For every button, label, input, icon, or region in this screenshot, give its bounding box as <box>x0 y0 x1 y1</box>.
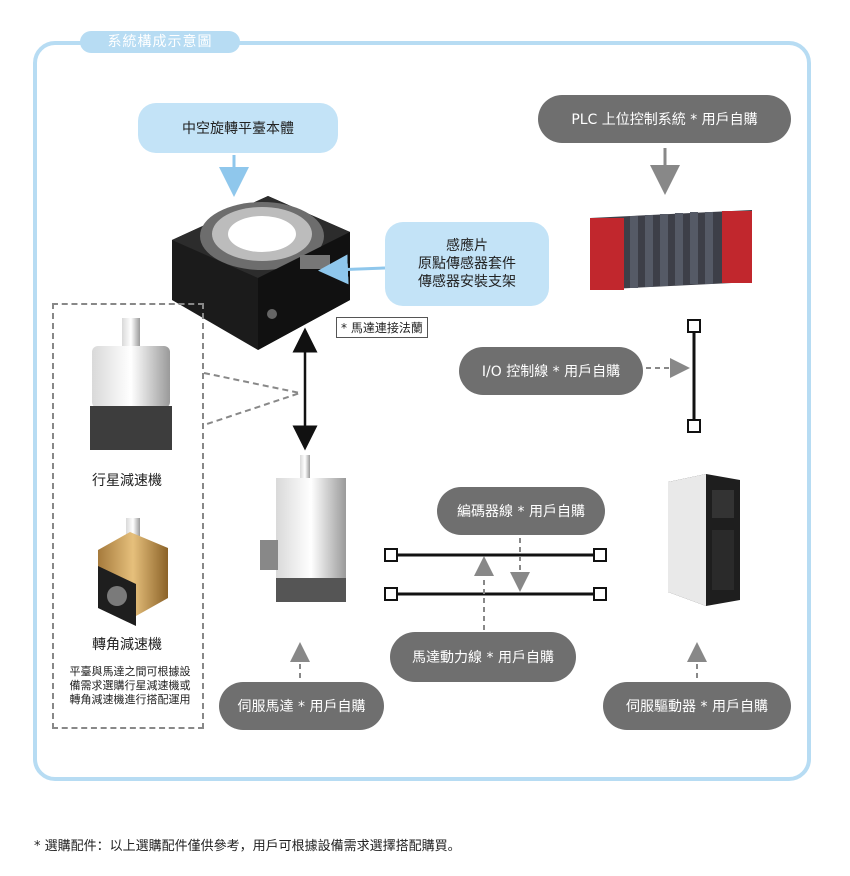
right-angle-reducer-label: 轉角減速機 <box>92 637 162 653</box>
footnote: * 選購配件：以上選購配件僅供參考，用戶可根據設備需求選擇搭配購買。 <box>34 839 461 854</box>
frame-title: 系統構成示意圖 <box>80 31 240 53</box>
sensor-kit-line-2: 原點傳感器套件 <box>418 256 516 272</box>
power-cable-label: 馬達動力線 * 用戶自購 <box>390 632 576 682</box>
right-angle-reducer-image <box>98 518 168 626</box>
plc-label: PLC 上位控制系統 * 用戶自購 <box>538 95 791 143</box>
plc-image <box>590 210 752 290</box>
servo-motor-label: 伺服馬達 * 用戶自購 <box>219 682 384 730</box>
reducer-note-line-1: 平臺與馬達之間可根據設 <box>69 665 191 678</box>
sensor-kit-line-1: 感應片 <box>446 238 488 254</box>
io-cable-label: I/O 控制線 * 用戶自購 <box>459 347 643 395</box>
servo-driver-image <box>668 474 740 606</box>
encoder-cable-label: 編碼器線 * 用戶自購 <box>437 487 605 535</box>
reducer-note: 平臺與馬達之間可根據設 備需求選購行星減速機或 轉角減速機進行搭配運用 <box>60 665 200 707</box>
reducer-option-box <box>52 303 204 729</box>
servo-motor-image <box>260 455 346 602</box>
sensor-kit-line-3: 傳感器安裝支架 <box>418 274 516 290</box>
reducer-note-line-3: 轉角減速機進行搭配運用 <box>69 693 191 706</box>
planetary-reducer-image <box>90 318 172 450</box>
planetary-reducer-label: 行星減速機 <box>92 473 162 489</box>
motor-flange-tag: * 馬達連接法蘭 <box>336 317 428 338</box>
reducer-note-line-2: 備需求選購行星減速機或 <box>69 679 191 692</box>
sensor-kit-label: 感應片 原點傳感器套件 傳感器安裝支架 <box>385 222 549 306</box>
turntable-body-label: 中空旋轉平臺本體 <box>138 103 338 153</box>
servo-driver-label: 伺服驅動器 * 用戶自購 <box>603 682 791 730</box>
system-frame <box>33 41 811 781</box>
